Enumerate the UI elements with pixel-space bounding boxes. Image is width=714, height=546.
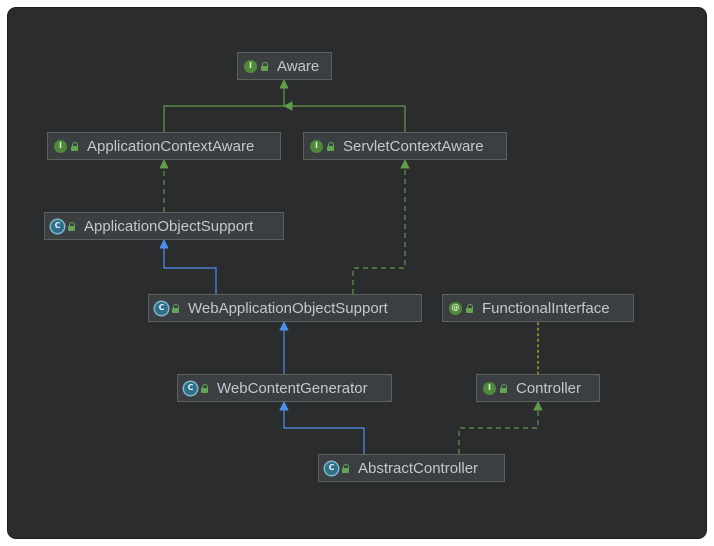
- public-access-icon: [68, 221, 75, 231]
- interface-icon: I: [483, 381, 496, 395]
- node-label: WebApplicationObjectSupport: [188, 299, 388, 317]
- edge-servletctx-to-aware: [283, 101, 406, 132]
- annotation-icon: @: [449, 301, 462, 315]
- public-access-icon: [261, 61, 268, 71]
- public-access-icon: [71, 141, 78, 151]
- node-label: ApplicationObjectSupport: [84, 217, 254, 235]
- edge-webappobj-to-servletctx: [352, 159, 410, 294]
- edges-layer: [159, 79, 543, 454]
- node-label: ApplicationContextAware: [87, 137, 255, 155]
- abstract-class-icon: C: [325, 461, 338, 475]
- node-label: ServletContextAware: [343, 137, 484, 155]
- node-abstractctrl[interactable]: C AbstractController: [318, 454, 505, 482]
- node-controller[interactable]: I Controller: [476, 374, 600, 402]
- node-label: Controller: [516, 379, 582, 397]
- public-access-icon: [342, 463, 349, 473]
- node-webcontent[interactable]: C WebContentGenerator: [177, 374, 392, 402]
- edge-abstractctrl-to-webcontent: [279, 401, 365, 454]
- node-appobj[interactable]: C ApplicationObjectSupport: [44, 212, 284, 240]
- node-label: WebContentGenerator: [217, 379, 368, 397]
- interface-icon: I: [54, 139, 67, 153]
- node-aware[interactable]: I Aware: [237, 52, 332, 80]
- public-access-icon: [327, 141, 334, 151]
- abstract-class-icon: C: [184, 381, 197, 395]
- public-access-icon: [172, 303, 179, 313]
- abstract-class-icon: C: [155, 301, 168, 315]
- interface-icon: I: [310, 139, 323, 153]
- public-access-icon: [201, 383, 208, 393]
- abstract-class-icon: C: [51, 219, 64, 233]
- interface-icon: I: [244, 59, 257, 73]
- node-webappobj[interactable]: C WebApplicationObjectSupport: [148, 294, 422, 322]
- node-label: FunctionalInterface: [482, 299, 610, 317]
- edge-abstractctrl-to-controller: [458, 401, 543, 454]
- public-access-icon: [466, 303, 473, 313]
- public-access-icon: [500, 383, 507, 393]
- edge-webappobj-to-appobj: [159, 239, 217, 294]
- edge-appctx-to-aware: [163, 79, 289, 132]
- node-label: Aware: [277, 57, 320, 75]
- node-servletctx[interactable]: I ServletContextAware: [303, 132, 507, 160]
- node-appctx[interactable]: I ApplicationContextAware: [47, 132, 281, 160]
- node-label: AbstractController: [358, 459, 479, 477]
- node-funciface[interactable]: @ FunctionalInterface: [442, 294, 634, 322]
